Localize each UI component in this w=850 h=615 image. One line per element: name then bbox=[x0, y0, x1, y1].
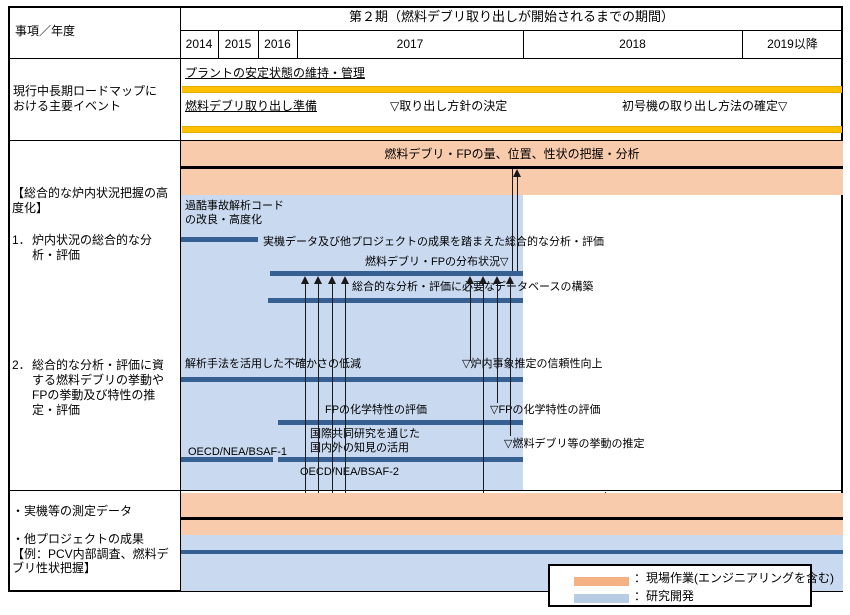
up-arrowhead bbox=[466, 276, 474, 284]
flow-arrow bbox=[305, 283, 306, 518]
bottom-label-example: 【例：PCV内部調査、燃料デブリ性状把握】 bbox=[12, 547, 169, 575]
bottom-fieldwork-band-1 bbox=[181, 493, 843, 517]
period-header: 第２期（燃料デブリ取り出しが開始されるまでの期間） bbox=[348, 9, 674, 24]
bar-uncertainty-reduction bbox=[181, 377, 523, 382]
bar-fp-distribution bbox=[270, 271, 523, 276]
up-arrowhead bbox=[328, 276, 336, 284]
task-fp-distribution: 燃料デブリ・FPの分布状況▽ bbox=[365, 256, 509, 268]
bar-bsaf2 bbox=[278, 457, 523, 462]
table-outer-border bbox=[8, 6, 843, 592]
milestone-bar-bottom bbox=[182, 126, 842, 133]
task-database: 総合的な分析・評価に必要なデータベースの構築 bbox=[352, 281, 594, 293]
task-integrated-analysis: 実機データ及び他プロジェクトの成果を踏まえた総合的な分析・評価 bbox=[263, 236, 604, 248]
item-text: 炉内状況の総合的な分析・評価 bbox=[32, 233, 153, 262]
bar-bsaf1 bbox=[181, 457, 273, 462]
column-divider bbox=[180, 6, 181, 592]
task-international-research: 国際共同研究を通じた 国内外の知見の活用 bbox=[310, 428, 420, 454]
year-label: 2014 bbox=[185, 37, 213, 51]
row-line-years bbox=[8, 58, 843, 59]
header-corner-cell: 事項／年度 bbox=[15, 24, 76, 38]
up-arrowhead bbox=[506, 276, 514, 284]
fieldwork-timeline bbox=[181, 166, 843, 169]
item-number: 1． bbox=[12, 233, 31, 247]
legend-rnd-swatch bbox=[574, 594, 629, 603]
up-arrowhead bbox=[513, 169, 521, 177]
event-debris-prep: 燃料デブリ取り出し準備 bbox=[185, 99, 318, 113]
bottom-rnd-timeline bbox=[181, 550, 843, 554]
row-line-main bbox=[8, 490, 843, 491]
year-divider bbox=[742, 30, 743, 58]
up-arrowhead bbox=[493, 276, 501, 284]
year-divider bbox=[218, 30, 219, 58]
milestone-method-confirmation: 初号機の取り出し方法の確定▽ bbox=[622, 99, 788, 113]
year-label: 2016 bbox=[264, 37, 291, 51]
flow-arrow bbox=[318, 283, 319, 518]
year-divider bbox=[258, 30, 259, 58]
bar-database bbox=[268, 298, 523, 303]
item-text: 総合的な分析・評価に資する燃料デブリの挙動やFPの挙動及び特性の推定・評価 bbox=[32, 358, 165, 417]
task-bsaf1: OECD/NEA/BSAF-1 bbox=[188, 446, 288, 458]
bottom-label-other-projects: ・他プロジェクトの成果 bbox=[12, 532, 145, 546]
legend-fieldwork-swatch bbox=[574, 577, 629, 586]
legend-fieldwork-label: ：現場作業(エンジニアリングを含む) bbox=[634, 571, 834, 585]
bottom-label-measured-data: ・実機等の測定データ bbox=[12, 504, 133, 518]
year-label: 2019以降 bbox=[767, 37, 818, 51]
flow-arrow bbox=[517, 176, 518, 271]
row-line-events bbox=[8, 140, 843, 141]
bottom-fieldwork-band-2 bbox=[181, 520, 843, 535]
flow-line bbox=[512, 169, 513, 271]
legend-box: ：現場作業(エンジニアリングを含む) ：研究開発 bbox=[548, 564, 834, 607]
year-label: 2018 bbox=[619, 37, 646, 51]
legend-rnd-label: ：研究開発 bbox=[634, 589, 695, 603]
task-fp-chemical: FPの化学特性の評価 bbox=[325, 404, 428, 416]
task-bsaf2: OECD/NEA/BSAF-2 bbox=[300, 466, 400, 478]
bottom-rnd-band-1 bbox=[181, 535, 843, 550]
up-arrowhead bbox=[314, 276, 322, 284]
task-code-improvement: 過酷事故解析コード の改良・高度化 bbox=[185, 200, 284, 226]
task-uncertainty-reduction: 解析手法を活用した不確かさの低減 bbox=[185, 358, 361, 370]
milestone-fp-chemical: ▽FPの化学特性の評価 bbox=[490, 404, 601, 416]
year-label: 2017 bbox=[396, 37, 424, 51]
milestone-policy-decision: ▽取り出し方針の決定 bbox=[390, 99, 508, 113]
section-item-1: 1． 炉内状況の総合的な分析・評価 bbox=[12, 233, 170, 263]
flow-arrow bbox=[332, 283, 333, 518]
item-number: 2． bbox=[12, 358, 31, 372]
flow-arrow bbox=[483, 283, 484, 550]
flow-arrow bbox=[470, 283, 471, 361]
event-plant-stability: プラントの安定状態の維持・管理 bbox=[185, 66, 366, 80]
year-label: 2015 bbox=[224, 37, 252, 51]
section-item-2: 2． 総合的な分析・評価に資する燃料デブリの挙動やFPの挙動及び特性の推定・評価 bbox=[12, 358, 170, 418]
events-row-label: 現行中長期ロードマップに おける主要イベント bbox=[13, 84, 158, 113]
flow-arrow bbox=[497, 283, 498, 403]
flow-arrow bbox=[345, 283, 346, 518]
bottom-fieldwork-timeline bbox=[181, 517, 843, 520]
flow-arrow bbox=[510, 283, 511, 436]
row-line-period bbox=[180, 30, 843, 31]
bar-fp-chemical bbox=[278, 420, 523, 425]
up-arrowhead bbox=[479, 276, 487, 284]
year-divider bbox=[523, 30, 524, 58]
rnd-block bbox=[181, 195, 523, 490]
bar-code-improvement bbox=[181, 237, 258, 242]
fieldwork-band-label: 燃料デブリ・FPの量、位置、性状の把握・分析 bbox=[384, 147, 640, 161]
milestone-bar-top bbox=[182, 86, 842, 93]
up-arrowhead bbox=[301, 276, 309, 284]
year-divider bbox=[297, 30, 298, 58]
milestone-debris-behavior: ▽燃料デブリ等の挙動の推定 bbox=[504, 438, 645, 450]
up-arrowhead bbox=[341, 276, 349, 284]
section-heading: 【総合的な炉内状況把握の高度化】 bbox=[12, 186, 169, 215]
